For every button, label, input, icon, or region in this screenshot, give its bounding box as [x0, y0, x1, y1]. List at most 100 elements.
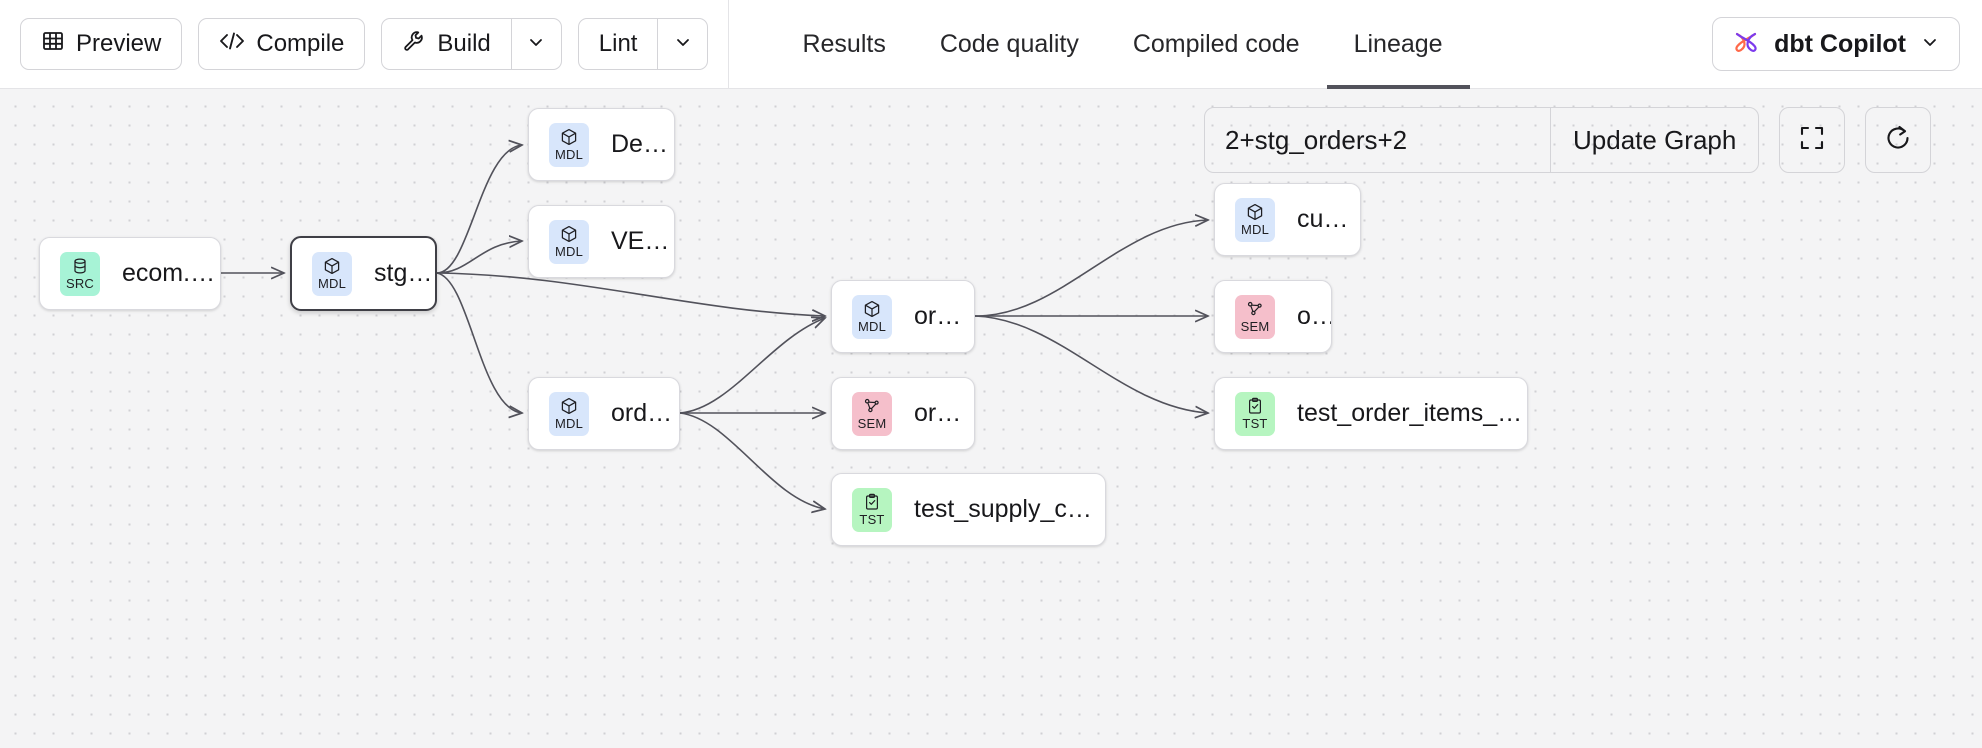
edge-stg-orders-to-order-items [436, 272, 522, 413]
toolbar-divider [728, 0, 730, 89]
tab-label: Lineage [1353, 29, 1443, 58]
fullscreen-icon [1797, 123, 1827, 158]
tab-results[interactable]: Results [775, 0, 912, 89]
model-type-badge: MDL [1235, 197, 1275, 242]
tab-label: Code quality [939, 29, 1079, 58]
node-label: orders [914, 302, 974, 330]
preview-label: Preview [76, 30, 162, 57]
node-label: test_order_items_compute_to_bools_c… [1297, 399, 1527, 427]
node-label: orders [1297, 302, 1331, 330]
node-label: order_item [914, 399, 974, 427]
badge-code: TST [1242, 415, 1268, 431]
model-type-badge: MDL [549, 219, 589, 264]
badge-code: MDL [317, 275, 347, 291]
node-label: ecom.raw_orders [122, 259, 220, 287]
lineage-edges [221, 89, 1982, 748]
lint-dropdown-toggle[interactable] [657, 19, 707, 69]
tab-code-quality[interactable]: Code quality [913, 0, 1106, 89]
test-type-badge: TST [1235, 391, 1275, 436]
preview-button[interactable]: Preview [20, 18, 183, 70]
graph-selector-group: Update Graph [1204, 107, 1760, 173]
badge-code: MDL [857, 318, 887, 334]
fullscreen-button[interactable] [1779, 107, 1846, 173]
lineage-node-test-order-items[interactable]: TST test_order_items_compute_to_bools_c… [1214, 377, 1528, 450]
toolbar-actions: Preview Compile Build [0, 0, 709, 88]
clipboard-check-icon [1246, 397, 1264, 415]
dbt-copilot-icon [1731, 27, 1761, 62]
dbt-copilot-button[interactable]: dbt Copilot [1712, 17, 1960, 71]
semantic-type-badge: SEM [1235, 294, 1275, 339]
lineage-node-ve-demo[interactable]: MDL VE_Demo [528, 205, 675, 278]
lineage-node-stg-orders[interactable]: MDL stg_orders [290, 236, 437, 311]
model-type-badge: MDL [852, 294, 892, 339]
lint-button[interactable]: Lint [579, 19, 658, 69]
badge-code: MDL [1240, 221, 1270, 237]
tab-bar: Results Code quality Compiled code Linea… [729, 0, 1470, 89]
tab-compiled-code[interactable]: Compiled code [1106, 0, 1327, 89]
lineage-node-demo[interactable]: MDL Demo [528, 108, 675, 181]
node-label: stg_orders [374, 259, 435, 287]
semantic-icon [1246, 300, 1264, 318]
cube-icon [1246, 203, 1264, 221]
badge-code: SEM [1240, 318, 1270, 334]
lineage-node-test-supply-costs[interactable]: TST test_supply_costs_sum_correctly [831, 473, 1106, 546]
node-label: test_supply_costs_sum_correctly [914, 495, 1105, 523]
badge-code: MDL [554, 243, 584, 259]
lineage-node-customers[interactable]: MDL customers [1214, 183, 1361, 256]
graph-selector-input[interactable] [1205, 108, 1550, 172]
dbt-copilot-label: dbt Copilot [1774, 29, 1906, 58]
clipboard-check-icon [863, 493, 881, 511]
edge-order-items-to-orders [679, 318, 825, 414]
lint-label: Lint [598, 30, 638, 57]
edge-orders-to-test-order-items [974, 315, 1208, 413]
cube-icon [863, 300, 881, 318]
semantic-icon [863, 397, 881, 415]
code-brackets-icon [219, 30, 245, 59]
compile-label: Compile [256, 30, 345, 57]
edge-stg-orders-to-orders [436, 272, 825, 316]
build-label: Build [437, 30, 491, 57]
table-icon [41, 29, 65, 60]
tab-label: Results [802, 29, 886, 58]
model-type-badge: MDL [549, 122, 589, 167]
chevron-down-icon [673, 32, 693, 57]
test-type-badge: TST [852, 487, 892, 532]
badge-code: SRC [65, 275, 95, 291]
tab-label: Compiled code [1132, 29, 1300, 58]
node-label: customers [1297, 205, 1360, 233]
edge-order-items-to-test-supply [679, 412, 825, 509]
wrench-icon [402, 29, 426, 60]
badge-code: SEM [857, 415, 887, 431]
lineage-node-orders-model[interactable]: MDL orders [831, 280, 975, 353]
lineage-node-order-item-semantic[interactable]: SEM order_item [831, 377, 975, 450]
lineage-node-order-items[interactable]: MDL order_items [528, 377, 680, 450]
graph-controls: Update Graph [1204, 107, 1932, 173]
edge-orders-to-customers [974, 220, 1208, 317]
build-button[interactable]: Build [382, 19, 510, 69]
badge-code: MDL [554, 146, 584, 162]
database-icon [71, 257, 89, 275]
build-split-button: Build [381, 18, 562, 70]
cube-icon [560, 397, 578, 415]
edge-stg-orders-to-ve-demo [436, 241, 522, 274]
update-graph-label: Update Graph [1573, 124, 1737, 155]
refresh-icon [1883, 123, 1913, 158]
node-label: VE_Demo [611, 227, 674, 255]
build-dropdown-toggle[interactable] [510, 19, 561, 69]
model-type-badge: MDL [312, 251, 352, 296]
cube-icon [560, 225, 578, 243]
toolbar-right: dbt Copilot [1712, 17, 1982, 71]
lineage-node-orders-semantic[interactable]: SEM orders [1214, 280, 1332, 353]
chevron-down-icon [1919, 31, 1941, 58]
cube-icon [323, 257, 341, 275]
compile-button[interactable]: Compile [198, 18, 366, 70]
lineage-node-ecom-raw-orders[interactable]: SRC ecom.raw_orders [39, 237, 221, 310]
cube-icon [560, 128, 578, 146]
lineage-canvas[interactable]: Update Graph [0, 89, 1982, 748]
tab-lineage[interactable]: Lineage [1326, 0, 1470, 89]
node-label: order_items [611, 399, 679, 427]
update-graph-button[interactable]: Update Graph [1550, 108, 1758, 172]
node-label: Demo [611, 130, 674, 158]
refresh-button[interactable] [1865, 107, 1932, 173]
badge-code: MDL [554, 415, 584, 431]
